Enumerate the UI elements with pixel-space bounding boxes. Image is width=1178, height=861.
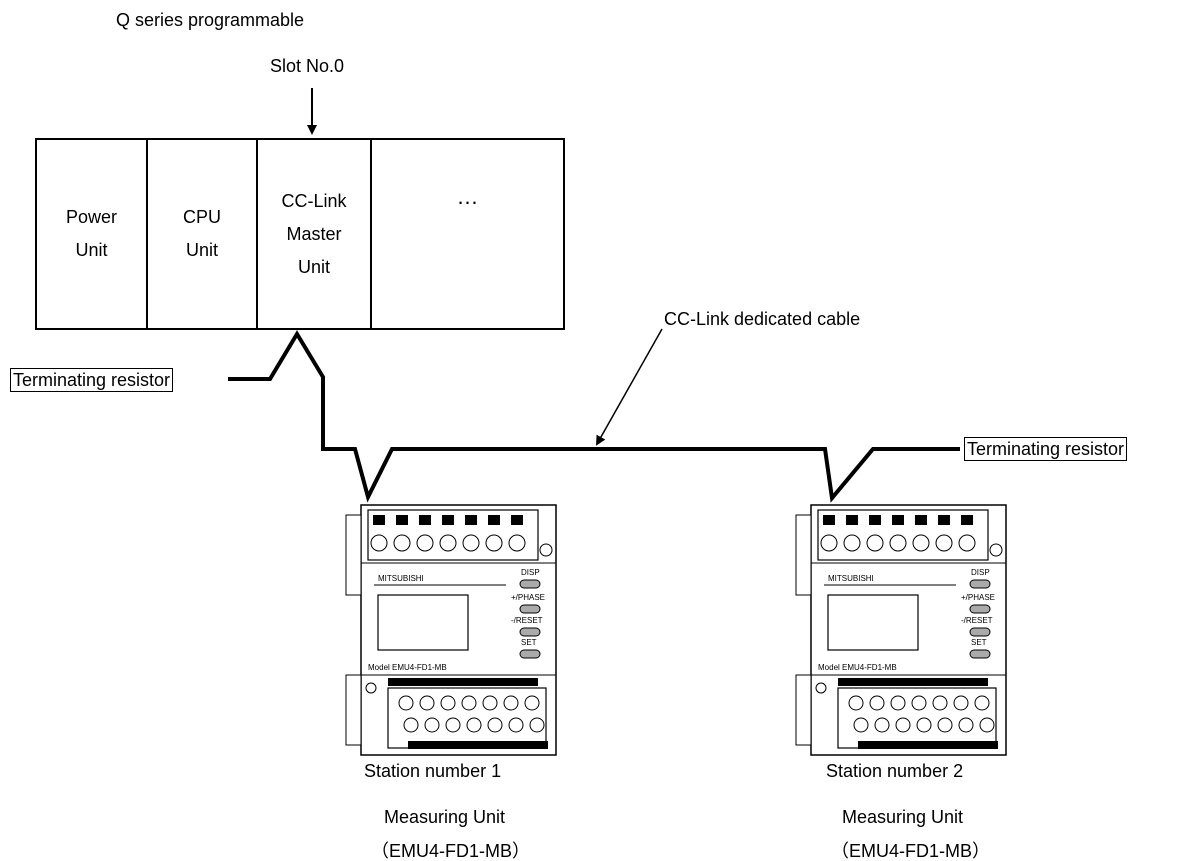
cc-link-cable bbox=[228, 330, 960, 503]
cc-link-master-slot: CC-Link Master Unit bbox=[258, 140, 372, 328]
cable-label-arrow bbox=[596, 328, 663, 446]
power-unit-slot: Power Unit bbox=[37, 140, 148, 328]
measuring-unit-1-device: MITSUBISHI DISP +/PHASE -/RESET SET Model … bbox=[345, 504, 557, 756]
station-2-number: Station number 2 bbox=[826, 761, 964, 781]
power-unit-label-1: Power bbox=[65, 207, 118, 227]
terminating-resistor-left: Terminating resistor bbox=[10, 368, 174, 392]
svg-text:+/PHASE: +/PHASE bbox=[511, 593, 545, 602]
cpu-unit-label-1: CPU bbox=[182, 207, 221, 227]
station-2-name: Measuring Unit bbox=[842, 807, 964, 827]
cpu-unit-slot: CPU Unit bbox=[148, 140, 258, 328]
station-1-number: Station number 1 bbox=[364, 761, 502, 781]
svg-text:MITSUBISHI: MITSUBISHI bbox=[378, 574, 424, 583]
cpu-unit-label-2: Unit bbox=[185, 240, 218, 260]
station-1-name: Measuring Unit bbox=[384, 807, 506, 827]
plc-rack: Power Unit CPU Unit CC-Link Master Unit … bbox=[35, 138, 565, 330]
cable-label: CC-Link dedicated cable bbox=[664, 309, 861, 329]
svg-text:+/PHASE: +/PHASE bbox=[961, 593, 995, 602]
plc-title: Q series programmable bbox=[116, 10, 305, 30]
other-slots: … bbox=[372, 140, 563, 328]
slot-label: Slot No.0 bbox=[270, 56, 345, 76]
master-unit-label-3: Unit bbox=[297, 256, 330, 277]
svg-text:SET: SET bbox=[521, 638, 537, 647]
master-unit-label-2: Master bbox=[286, 223, 342, 244]
power-unit-label-2: Unit bbox=[75, 240, 108, 260]
ellipsis-label: … bbox=[456, 184, 479, 209]
svg-text:SET: SET bbox=[971, 638, 987, 647]
station-2-model: （EMU4-FD1-MB） bbox=[831, 841, 991, 861]
svg-text:DISP: DISP bbox=[971, 568, 990, 577]
measuring-unit-2-device: MITSUBISHI DISP +/PHASE -/RESET SET Model … bbox=[795, 504, 1007, 756]
station-1-model: （EMU4-FD1-MB） bbox=[371, 841, 531, 861]
svg-text:-/RESET: -/RESET bbox=[511, 616, 543, 625]
master-unit-label-1: CC-Link bbox=[281, 190, 347, 211]
svg-text:-/RESET: -/RESET bbox=[961, 616, 993, 625]
svg-text:MITSUBISHI: MITSUBISHI bbox=[828, 574, 874, 583]
terminating-resistor-right: Terminating resistor bbox=[964, 437, 1128, 461]
svg-text:Model EMU4-FD1-MB: Model EMU4-FD1-MB bbox=[818, 663, 897, 672]
svg-text:DISP: DISP bbox=[521, 568, 540, 577]
svg-text:Model EMU4-FD1-MB: Model EMU4-FD1-MB bbox=[368, 663, 447, 672]
